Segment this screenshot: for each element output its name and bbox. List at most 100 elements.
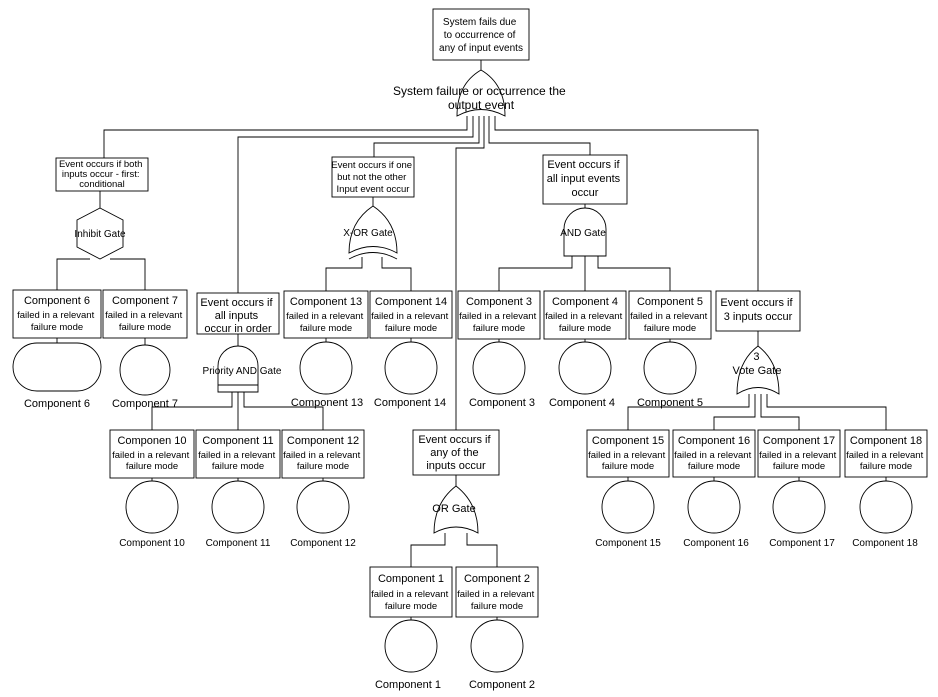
svg-text:failed in a relevant fai: failed in a relevant failure mode [630,311,710,334]
component-6-box[interactable]: Component 6 failed in a relevant failure… [12,289,102,339]
svg-text:failed in a relevant fai: failed in a relevant failure mode [459,311,539,334]
component-5-box[interactable]: Component 5 failed in a relevant failure… [628,290,712,340]
component-12-box[interactable]: Component 12 failed in a relevant failur… [281,429,365,479]
component-1-box[interactable]: Component 1 failed in a relevant failure… [369,566,453,618]
svg-text:Component 6: Component 6 [24,295,90,307]
component-14-box[interactable]: Component 14 failed in a relevant failur… [369,290,453,339]
component-14-label: Component 14 [374,397,446,409]
vote-event-box[interactable]: Event occurs if 3 inputs occur [715,290,801,332]
component-11-box[interactable]: Component 11 failed in a relevant failur… [195,429,281,479]
svg-text:Componen 10: Componen 10 [117,435,186,447]
component-2-basic-event[interactable] [470,619,524,673]
component-6-undeveloped-event[interactable] [12,342,102,392]
component-16-label: Component 16 [683,538,749,549]
or-gate[interactable] [433,485,479,534]
and-event-box[interactable]: Event occurs if all input events occur [542,154,628,205]
priority-event-box[interactable]: Event occurs if all inputs occur in orde… [196,292,280,335]
svg-text:failed in a relevant fai: failed in a relevant failure mode [371,589,451,612]
component-5-basic-event[interactable] [643,341,697,395]
inhibit-gate[interactable]: Inhibit Gate [74,207,126,260]
component-15-basic-event[interactable] [601,480,655,534]
svg-text:failed in a relevant fai: failed in a relevant failure mode [371,311,451,334]
component-7-label: Component 7 [112,398,178,410]
component-17-box[interactable]: Component 17 failed in a relevant failur… [757,429,841,478]
and-gate-label: AND Gate [560,228,606,239]
svg-text:Event occurs if all inpu: Event occurs if all input events occur [547,159,623,199]
component-18-label: Component 18 [852,538,918,549]
vote-gate[interactable] [736,345,780,395]
component-11-label: Component 11 [206,538,271,549]
component-13-label: Component 13 [291,397,363,409]
component-1-basic-event[interactable] [384,619,438,673]
component-13-basic-event[interactable] [299,341,353,395]
or-gate-label: OR Gate [432,503,475,515]
component-2-box[interactable]: Component 2 failed in a relevant failure… [455,566,539,618]
component-18-basic-event[interactable] [859,480,913,534]
svg-text:Event occurs if any of t: Event occurs if any of the inputs occur [418,434,493,472]
svg-text:Component 4: Component 4 [552,296,618,308]
priority-gate-label: Priority AND Gate [203,366,282,377]
component-3-label: Component 3 [469,397,535,409]
svg-text:Component 3: Component 3 [466,296,532,308]
svg-text:Component 15: Component 15 [592,435,664,447]
component-16-box[interactable]: Component 16 failed in a relevant failur… [672,429,756,478]
svg-text:Component 18: Component 18 [850,435,922,447]
top-event-box[interactable]: System fails due to occurrence of any of… [432,8,530,61]
svg-text:failed in a relevant fai: failed in a relevant failure mode [283,450,363,472]
component-12-basic-event[interactable] [296,480,350,534]
component-5-label: Component 5 [637,397,703,409]
component-4-label: Component 4 [549,397,615,409]
component-10-box[interactable]: Componen 10 failed in a relevant failure… [109,429,195,479]
svg-text:failed in a relevant fai: failed in a relevant failure mode [17,310,97,333]
component-12-label: Component 12 [290,538,356,549]
component-4-box[interactable]: Component 4 failed in a relevant failure… [543,290,627,340]
component-14-basic-event[interactable] [384,341,438,395]
svg-text:Component 12: Component 12 [287,435,359,447]
connector-lines [56,60,887,620]
component-10-basic-event[interactable] [125,480,179,534]
svg-text:Component 5: Component 5 [637,296,703,308]
svg-text:failed in a relevant fai: failed in a relevant failure mode [588,450,668,472]
component-3-basic-event[interactable] [472,341,526,395]
svg-text:Component 16: Component 16 [678,435,750,447]
component-2-label: Component 2 [469,679,535,691]
svg-text:failed in a relevant fai: failed in a relevant failure mode [545,311,625,334]
xor-event-box[interactable]: Event occurs if one but not the other In… [331,156,415,198]
svg-text:Component 7: Component 7 [112,295,178,307]
svg-text:failed in a relevant fai: failed in a relevant failure mode [198,450,278,472]
component-11-basic-event[interactable] [211,480,265,534]
xor-gate-label: X-OR Gate [343,228,393,239]
svg-text:Event occurs if all inpu: Event occurs if all inputs occur in orde… [200,297,275,335]
top-or-gate[interactable] [456,69,506,117]
component-3-box[interactable]: Component 3 failed in a relevant failure… [457,290,541,340]
xor-gate[interactable] [348,205,398,260]
svg-text:Component 14: Component 14 [375,296,447,308]
svg-text:Event occurs if one but: Event occurs if one but not the other In… [331,160,414,195]
inhibit-gate-label: Inhibit Gate [74,229,126,240]
top-gate-label: System failure or occurrence the output … [393,84,569,112]
component-10-label: Component 10 [119,538,185,549]
svg-text:failed in a relevant fai: failed in a relevant failure mode [674,450,754,472]
svg-text:failed in a relevant fai: failed in a relevant failure mode [286,311,366,334]
svg-text:failed in a relevant fai: failed in a relevant failure mode [105,310,185,333]
svg-text:Component 13: Component 13 [290,296,362,308]
svg-text:failed in a relevant fai: failed in a relevant failure mode [846,450,926,472]
component-17-basic-event[interactable] [772,480,826,534]
svg-text:failed in a relevant fai: failed in a relevant failure mode [457,589,537,612]
top-event-text: System fails due to occurrence of any of… [439,17,523,54]
component-7-box[interactable]: Component 7 failed in a relevant failure… [102,289,188,339]
priority-and-gate[interactable] [217,345,259,393]
svg-text:failed in a relevant fai: failed in a relevant failure mode [112,450,192,472]
component-1-label: Component 1 [375,679,441,691]
svg-text:Event occurs if both inp: Event occurs if both inputs occur - firs… [59,159,145,190]
component-4-basic-event[interactable] [558,341,612,395]
inhibit-event-box[interactable]: Event occurs if both inputs occur - firs… [55,157,149,192]
and-gate[interactable] [563,207,607,257]
component-15-label: Component 15 [595,538,661,549]
component-18-box[interactable]: Component 18 failed in a relevant failur… [844,429,928,478]
component-16-basic-event[interactable] [687,480,741,534]
or-event-box[interactable]: Event occurs if any of the inputs occur [412,429,500,476]
component-15-box[interactable]: Component 15 failed in a relevant failur… [586,429,670,478]
component-13-box[interactable]: Component 13 failed in a relevant failur… [283,290,369,339]
component-7-basic-event[interactable] [119,344,171,396]
